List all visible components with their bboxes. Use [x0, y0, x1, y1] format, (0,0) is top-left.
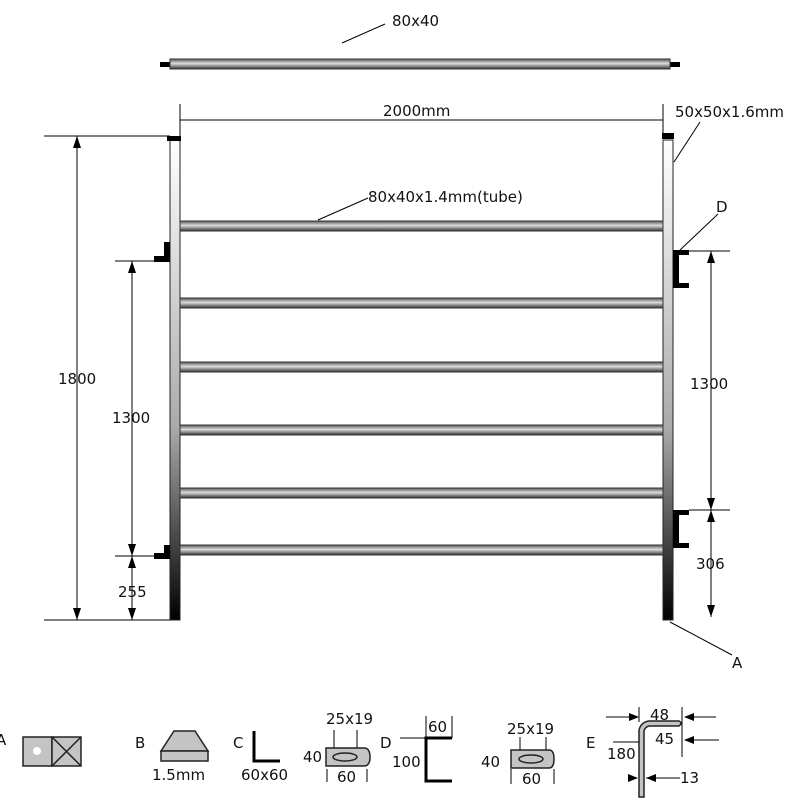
height-label: 1800	[58, 370, 96, 388]
right-bottom-offset: 306	[696, 555, 725, 573]
right-bracket-spacing: 1300	[690, 375, 728, 393]
left-bracket-spacing: 1300	[112, 409, 150, 427]
detail-a: A	[0, 731, 82, 767]
detail-d: D 60 100	[380, 716, 453, 783]
top-rail-label: 80x40	[392, 12, 439, 30]
detail-dimension-label: C	[233, 734, 243, 752]
post-label: 50x50x1.6mm	[675, 103, 784, 121]
detail-dimension-label: 13	[680, 769, 699, 787]
width-label: 2000mm	[383, 102, 450, 120]
callout-d: D	[716, 198, 728, 216]
detail-dimension-label: 45	[655, 730, 674, 748]
detail-dimension-label: 60	[337, 768, 356, 786]
left-bottom-offset: 255	[118, 583, 147, 601]
detail-dimension-label: 40	[481, 753, 500, 771]
detail-dimension-label: 48	[650, 706, 669, 724]
detail-dimension-label: A	[0, 731, 7, 749]
detail-dimension-label: 25x19	[326, 710, 373, 728]
detail-dimension-label: 40	[303, 748, 322, 766]
callout-a: A	[732, 654, 743, 672]
detail-e: E 48 45 180 13	[586, 706, 719, 798]
top-rail-view: 80x40	[160, 12, 680, 70]
detail-dimension-label: 180	[607, 745, 636, 763]
rails	[179, 220, 664, 556]
detail-dimension-label: 1.5mm	[152, 766, 205, 784]
detail-dimension-label: B	[135, 734, 145, 752]
detail-dimension-label: 60	[428, 718, 447, 736]
detail-tab-2: 25x19 40 60	[481, 720, 555, 788]
detail-dimension-label: 60	[522, 770, 541, 788]
detail-dimension-label: 25x19	[507, 720, 554, 738]
detail-dimension-label: D	[380, 734, 392, 752]
detail-dimension-label: E	[586, 734, 595, 752]
detail-dimension-label: 100	[392, 753, 421, 771]
rail-label: 80x40x1.4mm(tube)	[368, 188, 523, 206]
dimensions: 2000mm 50x50x1.6mm 80x40x1.4mm(tube) 180…	[44, 102, 784, 672]
detail-dimension-label: 60x60	[241, 766, 288, 784]
detail-tab-1: 25x19 40 60	[303, 710, 373, 786]
detail-b: B 1.5mm	[135, 730, 210, 784]
detail-c: C 60x60	[233, 731, 288, 784]
